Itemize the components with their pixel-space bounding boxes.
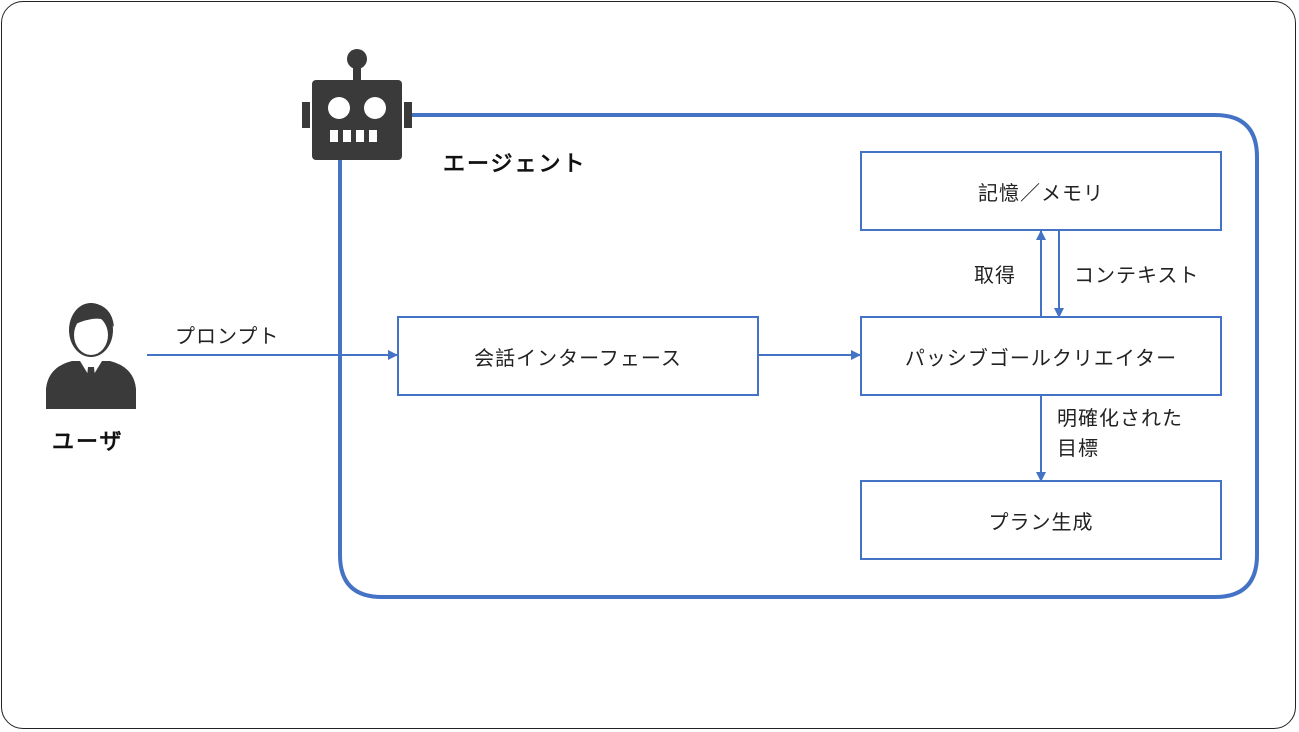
conversation-interface-text: 会話インターフェース bbox=[474, 345, 682, 370]
agent-container bbox=[338, 113, 1259, 599]
clarified-goal-label: 明確化された目標 bbox=[1057, 406, 1183, 460]
conversation-interface-node: 会話インターフェース bbox=[397, 316, 759, 396]
agent-label: エージェント bbox=[443, 152, 587, 177]
passive-goal-creator-text: パッシブゴールクリエイター bbox=[904, 345, 1178, 370]
memory-node: 記憶／メモリ bbox=[860, 151, 1222, 231]
plan-generation-text: プラン生成 bbox=[988, 509, 1094, 534]
user-label: ユーザ bbox=[52, 430, 124, 455]
user-icon bbox=[46, 303, 136, 409]
plan-generation-node: プラン生成 bbox=[860, 480, 1222, 560]
retrieve-label: 取得 bbox=[974, 263, 1016, 287]
memory-text: 記憶／メモリ bbox=[978, 180, 1104, 205]
robot-icon bbox=[302, 49, 412, 160]
context-label: コンテキスト bbox=[1074, 263, 1200, 287]
passive-goal-creator-node: パッシブゴールクリエイター bbox=[860, 316, 1222, 396]
prompt-label: プロンプト bbox=[175, 324, 280, 348]
